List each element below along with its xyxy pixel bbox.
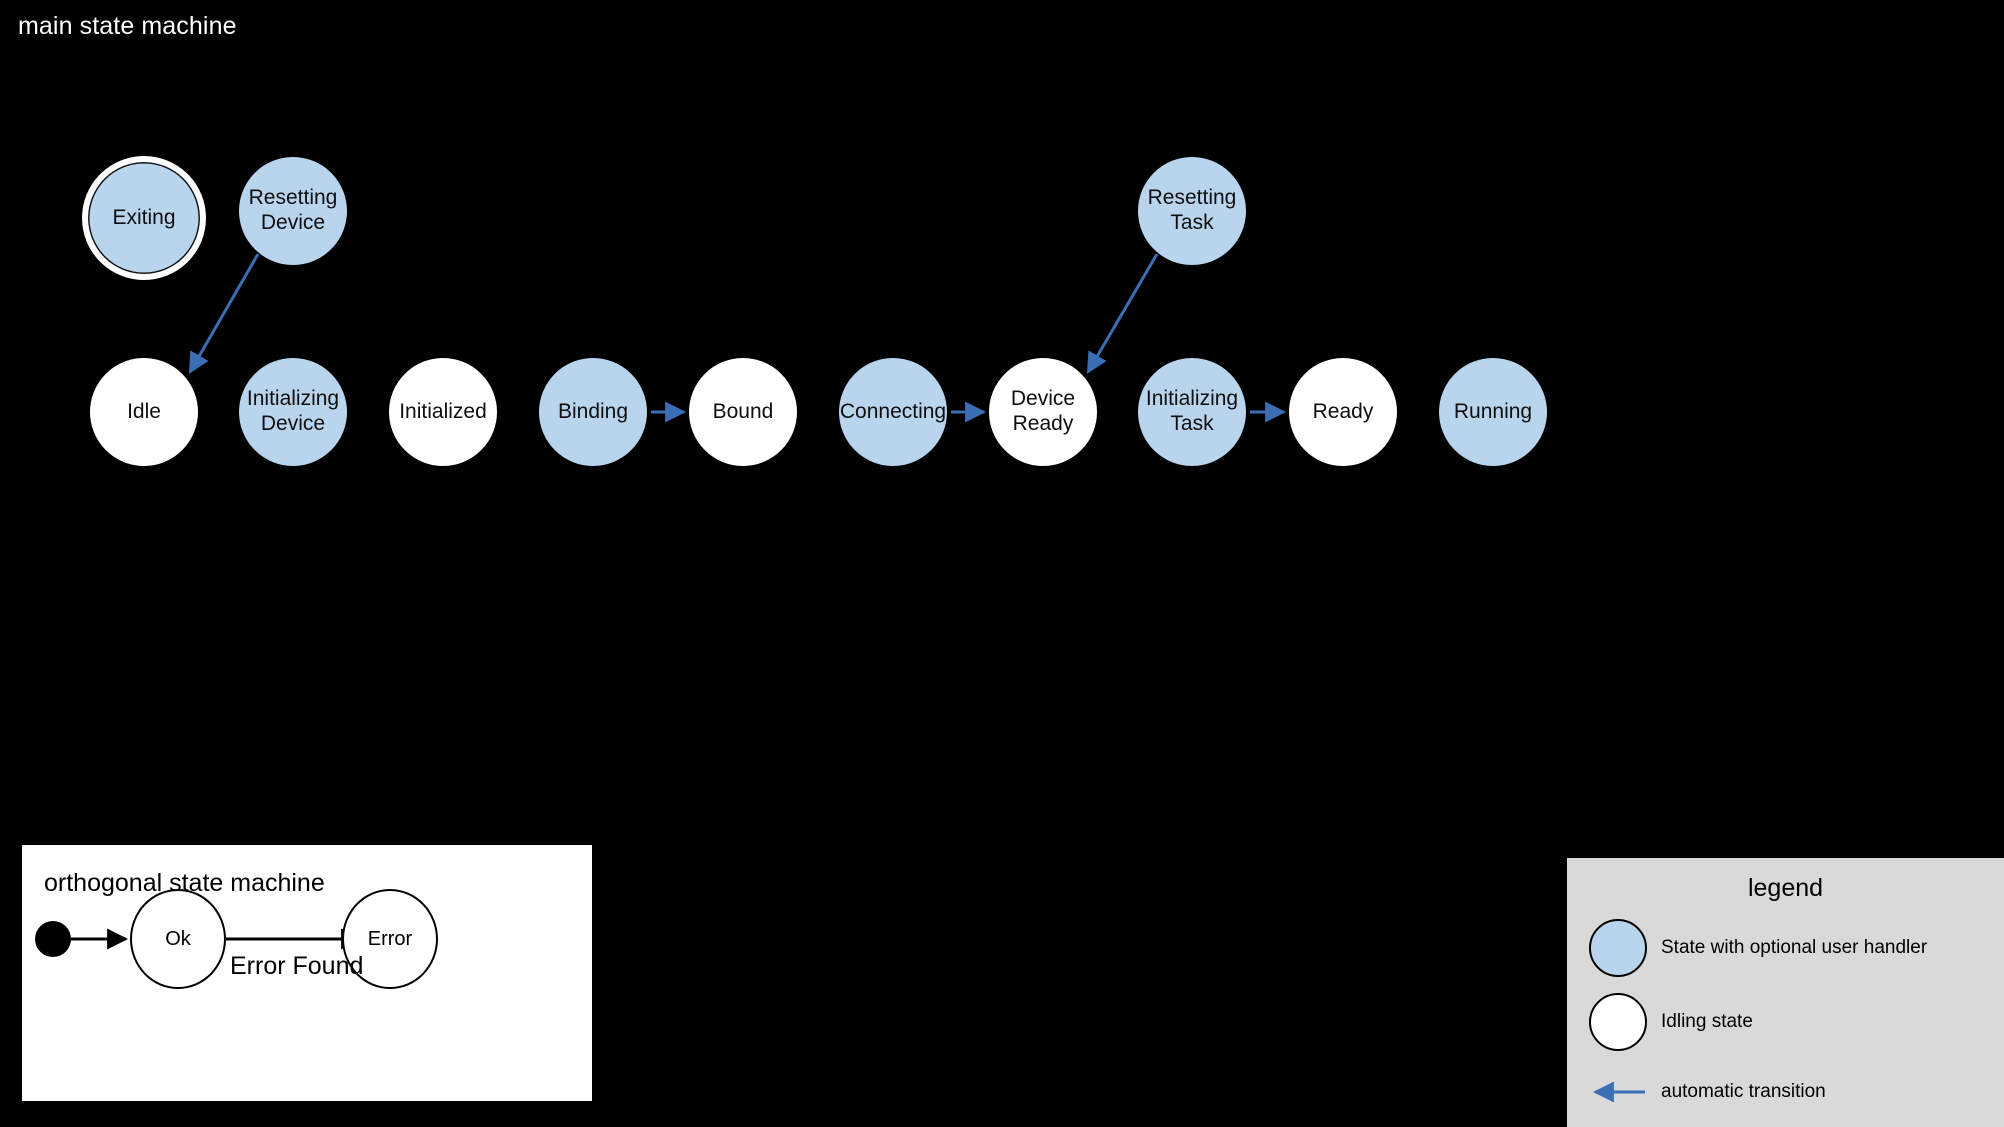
state-label-bound: Bound xyxy=(712,399,774,423)
state-node-initialized[interactable]: Initialized xyxy=(388,357,498,467)
state-node-running[interactable]: Running xyxy=(1438,357,1548,467)
state-node-exiting[interactable]: Exiting xyxy=(82,156,206,280)
state-label-initialized: Initialized xyxy=(399,399,487,423)
orthogonal-state-node-ok[interactable]: Ok xyxy=(130,889,226,989)
state-node-bound[interactable]: Bound xyxy=(688,357,798,467)
state-label-connecting: Connecting xyxy=(839,399,947,423)
white-circle-icon xyxy=(1589,993,1647,1051)
legend-label-automatic-transition: automatic transition xyxy=(1661,1081,1826,1102)
blue-circle-icon xyxy=(1589,919,1647,977)
transition-resetting-task-to-device-ready xyxy=(1086,253,1159,374)
state-node-ready[interactable]: Ready xyxy=(1288,357,1398,467)
page-title: main state machine xyxy=(18,12,237,40)
state-label-exiting: Exiting xyxy=(112,205,176,229)
orthogonal-state-label-error: Error xyxy=(367,927,413,950)
legend-item-automatic-transition: automatic transition xyxy=(1589,1064,1989,1120)
state-node-idle[interactable]: Idle xyxy=(89,357,199,467)
transition-resetting-device-to-idle xyxy=(188,253,260,374)
state-node-binding[interactable]: Binding xyxy=(538,357,648,467)
orthogonal-state-machine-panel: orthogonal state machine Ok Error Error … xyxy=(22,845,592,1101)
legend-item-handler-state: State with optional user handler xyxy=(1589,919,1989,977)
state-label-ready: Ready xyxy=(1312,399,1374,423)
state-node-connecting[interactable]: Connecting xyxy=(838,357,948,467)
orthogonal-transition-label-error-found: Error Found xyxy=(230,952,364,980)
legend-label-handler-state: State with optional user handler xyxy=(1661,937,1928,958)
initial-state-marker xyxy=(35,921,71,957)
orthogonal-state-node-error[interactable]: Error xyxy=(342,889,438,989)
state-label-binding: Binding xyxy=(557,399,629,423)
legend-label-idling-state: Idling state xyxy=(1661,1011,1753,1032)
orthogonal-edges-layer xyxy=(70,928,363,950)
left-arrow-icon xyxy=(1589,1063,1647,1121)
state-label-running: Running xyxy=(1453,399,1533,423)
legend-item-idling-state: Idling state xyxy=(1589,993,1989,1051)
orthogonal-state-label-ok: Ok xyxy=(165,927,191,950)
legend-panel: legend State with optional user handler … xyxy=(1567,858,2004,1127)
legend-title: legend xyxy=(1747,874,1824,902)
state-label-idle: Idle xyxy=(127,399,161,423)
